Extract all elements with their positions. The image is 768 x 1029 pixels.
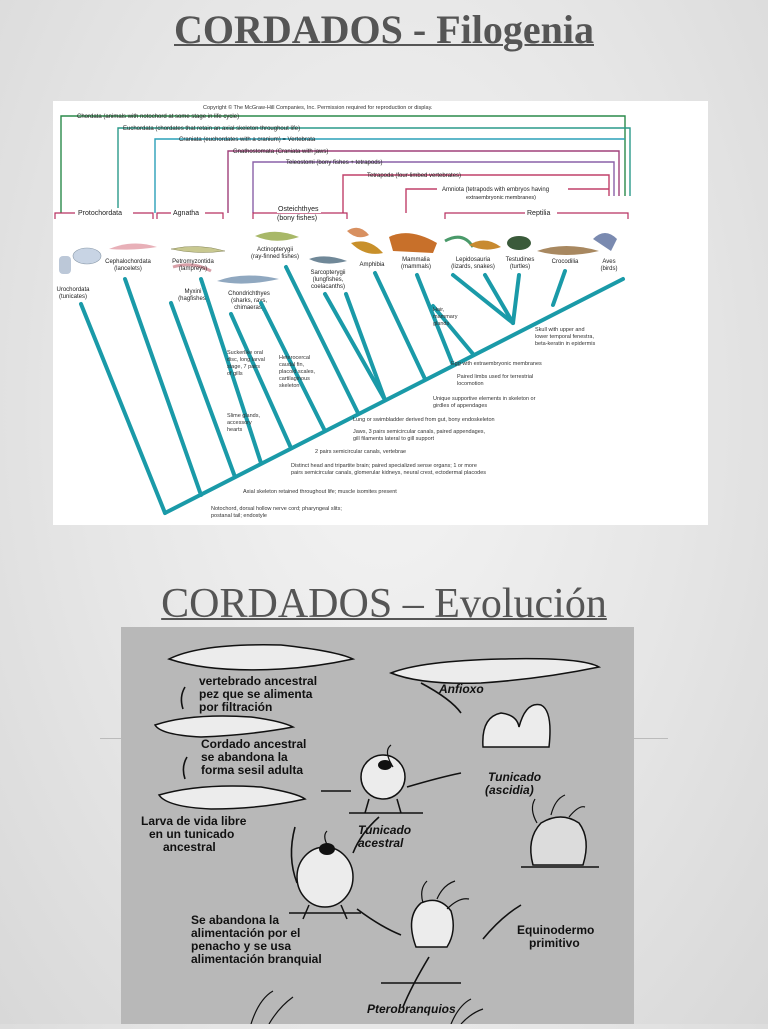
cladogram-tree xyxy=(79,265,625,515)
bracket-teleostomi xyxy=(252,161,615,213)
slide-title-filogenia: CORDADOS - Filogenia xyxy=(174,7,594,52)
bracket-amniota xyxy=(405,188,437,213)
group-osteichthyes-sub: (bony fishes) xyxy=(277,215,317,222)
svg-text:(lizards, snakes): (lizards, snakes) xyxy=(451,264,495,270)
svg-text:(birds): (birds) xyxy=(600,266,617,272)
taxon-myxini: Myxini xyxy=(184,289,201,295)
animal-illustrations xyxy=(59,227,617,284)
taxon-aves: Aves xyxy=(602,259,615,265)
svg-text:coelacanths): coelacanths) xyxy=(311,284,345,290)
taxon-mammalia: Mammalia xyxy=(402,257,430,263)
bracket-euchordata xyxy=(117,127,631,213)
char-axial: Axial skeleton retained throughout life;… xyxy=(243,489,397,495)
label-tetrapoda: Tetrapoda (four-limbed vertebrates) xyxy=(367,173,461,179)
char-jaws: Jaws, 3 pairs semicircular canals, paire… xyxy=(353,429,486,442)
svg-text:(tunicates): (tunicates) xyxy=(59,294,87,300)
taxon-petromyzontida: Petromyzontida xyxy=(172,259,214,265)
group-agnatha: Agnatha xyxy=(173,210,199,217)
taxon-chondrichthyes: Chondrichthyes xyxy=(228,291,270,297)
taxon-cephalochordata: Cephalochordata xyxy=(105,259,151,265)
taxon-actinopterygii: Actinopterygii xyxy=(257,247,293,253)
char-egg: Egg with extraembryonic membranes xyxy=(451,361,542,367)
organism-drawings xyxy=(153,644,602,948)
bracket-tetrapoda xyxy=(342,174,610,213)
svg-text:chimaeras): chimaeras) xyxy=(234,305,264,311)
label-pterobranquios: Pterobranquios xyxy=(367,1002,456,1016)
svg-text:(ray-finned fishes): (ray-finned fishes) xyxy=(251,254,299,260)
char-unique-skeleton: Unique supportive elements in skeleton o… xyxy=(433,396,536,409)
label-teleostomi: Teleostomi (bony fishes + tetrapods) xyxy=(286,160,383,166)
svg-text:(sharks, rays,: (sharks, rays, xyxy=(231,298,267,304)
group-osteichthyes: Osteichthyes xyxy=(278,206,319,213)
svg-text:(lampreys): (lampreys) xyxy=(179,266,207,272)
char-notochord: Notochord, dorsal hollow nerve cord; pha… xyxy=(211,506,342,519)
label-euchordata: Euchordata (chordates that retain an axi… xyxy=(123,126,300,132)
copyright-notice: Copyright © The McGraw-Hill Companies, I… xyxy=(203,104,433,111)
taxon-urochordata: Urochordata xyxy=(56,287,90,293)
taxon-amphibia: Amphibia xyxy=(359,262,385,268)
char-head: Distinct head and tripartite brain; pair… xyxy=(291,463,486,476)
label-amniota-2: extraembryonic membranes) xyxy=(466,195,536,201)
label-amniota: Amniota (tetrapods with embryos having xyxy=(442,187,549,193)
label-chordata: Chordata (animals with notochord at some… xyxy=(77,114,239,120)
taxon-testudines: Testudines xyxy=(506,257,535,263)
svg-text:(lancelets): (lancelets) xyxy=(114,266,142,272)
bottom-sketches xyxy=(250,990,484,1025)
phylogeny-figure: Copyright © The McGraw-Hill Companies, I… xyxy=(53,101,708,525)
group-reptilia: Reptilia xyxy=(527,210,550,217)
svg-text:(mammals): (mammals) xyxy=(401,264,431,270)
label-anfioxo: Anfioxo xyxy=(438,682,484,696)
bracket-chordata xyxy=(60,115,626,213)
label-tunicado-ascidia: Tunicado(ascidia) xyxy=(485,770,541,797)
bracket-gnathostomata xyxy=(227,150,620,213)
group-protochordata: Protochordata xyxy=(78,210,122,217)
taxon-sarcopterygii: Sarcopterygii xyxy=(310,270,345,276)
bracket-craniata xyxy=(154,138,625,213)
label-craniata: Craniata (euchordates with a cranium) = … xyxy=(179,137,316,143)
taxon-lepidosauria: Lepidosauria xyxy=(456,257,491,263)
svg-text:(lungfishes,: (lungfishes, xyxy=(313,277,344,283)
char-canals: 2 pairs semicircular canals, vertebrae xyxy=(315,449,406,455)
label-gnathostomata: Gnathostomata (Craniata with jaws) xyxy=(233,149,328,155)
slide-title-evolucion: CORDADOS – Evolución xyxy=(161,581,607,627)
svg-text:(hagfishes): (hagfishes) xyxy=(178,296,208,302)
taxon-crocodilia: Crocodilia xyxy=(552,259,579,265)
svg-text:(turtles): (turtles) xyxy=(510,264,530,270)
char-lung: Lung or swimbladder derived from gut, bo… xyxy=(353,417,495,423)
